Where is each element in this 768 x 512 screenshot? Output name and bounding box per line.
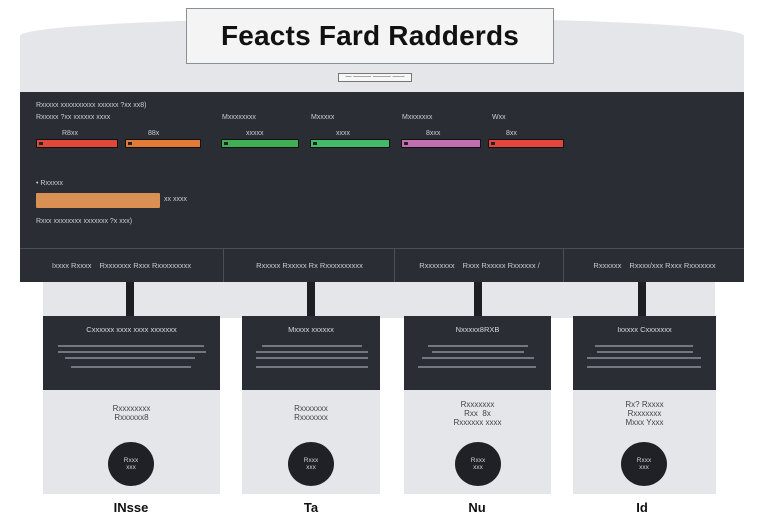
connector-stem <box>307 282 315 316</box>
card-label: Rxxxxxxxx Rxxxxxx8 <box>112 404 151 422</box>
bar-label: xxxx <box>336 130 350 137</box>
card-badge[interactable]: Rxxx xxx <box>621 442 667 486</box>
card-label: Rx? Rxxxx Rxxxxxxx Mxxx Yxxx <box>625 400 664 427</box>
metric-bar <box>401 139 481 148</box>
footer-cell-text: Rxxxxxxxx <box>419 261 455 270</box>
footer-cell[interactable]: Rxxxxxxxx Rxxx Rxxxxx Rxxxxxx / <box>396 249 564 282</box>
card-footer-label: Ta <box>303 500 319 512</box>
text-line <box>587 357 701 359</box>
metric-bar <box>125 139 201 148</box>
text-line <box>595 345 693 347</box>
connector-stem <box>474 282 482 316</box>
footer-cell-text: Rxxxxxx <box>593 261 622 270</box>
footer-cell-text: Rxxxx/xxx Rxxx Rxxxxxxx <box>629 261 716 270</box>
card-badge[interactable]: Rxxx xxx <box>288 442 334 486</box>
single-metric-caption: Rxxx xxxxxxxx xxxxxxx ?x xxx) <box>36 218 133 225</box>
footer-cell-text: Rxxxxxxx Rxxx Rxxxxxxxxx <box>99 261 192 270</box>
bar-marker <box>313 142 317 145</box>
text-line <box>58 345 204 347</box>
bar-label: xxxxx <box>246 130 264 137</box>
group-heading: Mxxxxxxx <box>402 114 433 121</box>
text-line <box>256 357 368 359</box>
card-badge[interactable]: Rxxx xxx <box>108 442 154 486</box>
card-title: Mxxxx xxxxxx <box>288 325 334 334</box>
bar-label: R8xx <box>62 130 78 137</box>
group-heading: Mxxxxxxxx <box>222 114 256 121</box>
single-metric-label: • Rxxxxx <box>36 180 63 187</box>
footer-cell[interactable]: Rxxxxxx Rxxxx/xxx Rxxx Rxxxxxxx <box>565 249 744 282</box>
text-line <box>65 357 195 359</box>
metric-bar <box>488 139 564 148</box>
bar-marker <box>39 142 43 145</box>
text-line <box>262 345 362 347</box>
text-line <box>71 366 191 368</box>
footer-cell[interactable]: Ixxxx Rxxxx Rxxxxxxx Rxxx Rxxxxxxxxx <box>20 249 224 282</box>
info-card[interactable]: Cxxxxxx xxxx xxxx xxxxxxx Rxxxxxxxx Rxxx… <box>43 316 220 494</box>
connector-stem <box>126 282 134 316</box>
panel-intro: Rxxxxx xxxxxxxxxx xxxxxx ?xx xx8) <box>36 102 147 109</box>
info-card[interactable]: Ixxxxx Cxxxxxxx Rx? Rxxxx Rxxxxxxx Mxxx … <box>573 316 716 494</box>
bar-marker <box>404 142 408 145</box>
footer-cell-text: Ixxxx Rxxxx <box>51 261 92 270</box>
page-title: Feacts Fard Radderds <box>186 8 554 64</box>
card-header: Ixxxxx Cxxxxxxx <box>573 316 716 390</box>
card-label: Rxxxxxxx Rxx 8x Rxxxxxx xxxx <box>453 400 502 427</box>
footer-cell[interactable]: Rxxxxx Rxxxxx Rx Rxxxxxxxxxx <box>225 249 395 282</box>
card-header: Cxxxxxx xxxx xxxx xxxxxxx <box>43 316 220 390</box>
bar-marker <box>128 142 132 145</box>
group-heading: Wxx <box>492 114 506 121</box>
text-line <box>422 357 534 359</box>
card-header: Nxxxxx8RXB <box>404 316 551 390</box>
metric-bar <box>36 139 118 148</box>
text-line <box>432 351 524 353</box>
card-footer-label: Nu <box>468 500 486 512</box>
page-subtitle: — ——— ——— —— <box>338 73 412 82</box>
info-card[interactable]: Mxxxx xxxxxx Rxxxxxxx Rxxxxxxx Rxxx xxx <box>242 316 380 494</box>
single-metric-value: xx xxxx <box>164 196 187 203</box>
card-label: Rxxxxxxx Rxxxxxxx <box>294 404 328 422</box>
bar-label: 8xxx <box>426 130 441 137</box>
dashboard-panel: Rxxxxx xxxxxxxxxx xxxxxx ?xx xx8) Rxxxxx… <box>20 92 744 282</box>
bar-marker <box>491 142 495 145</box>
footer-cell-text: Rxxx Rxxxxx Rxxxxxx / <box>462 261 540 270</box>
card-badge[interactable]: Rxxx xxx <box>455 442 501 486</box>
connector-backdrop <box>43 282 715 318</box>
card-footer-label: Id <box>636 500 648 512</box>
card-footer-label: INsse <box>113 500 149 512</box>
card-title: Ixxxxx Cxxxxxxx <box>617 325 672 334</box>
text-line <box>428 345 528 347</box>
bar-marker <box>224 142 228 145</box>
metric-bar <box>221 139 299 148</box>
text-line <box>256 366 368 368</box>
info-card[interactable]: Nxxxxx8RXB Rxxxxxxx Rxx 8x Rxxxxxx xxxx … <box>404 316 551 494</box>
single-metric-bar <box>36 193 160 208</box>
bar-label: 88x <box>148 130 160 137</box>
group-heading: Mxxxxx <box>311 114 335 121</box>
footer-cell-text: Rxxxxx Rxxxxx Rx Rxxxxxxxxxx <box>256 261 363 270</box>
card-title: Cxxxxxx xxxx xxxx xxxxxxx <box>86 325 177 334</box>
card-title: Nxxxxx8RXB <box>455 325 500 334</box>
connector-stem <box>638 282 646 316</box>
metric-bar <box>310 139 390 148</box>
card-header: Mxxxx xxxxxx <box>242 316 380 390</box>
text-line <box>597 351 693 353</box>
text-line <box>256 351 368 353</box>
group-heading: Rxxxxx ?xx xxxxxx xxxx <box>36 114 111 121</box>
text-line <box>58 351 206 353</box>
panel-divider <box>20 248 744 249</box>
bar-label: 8xx <box>506 130 517 137</box>
text-line <box>418 366 536 368</box>
text-line <box>587 366 701 368</box>
